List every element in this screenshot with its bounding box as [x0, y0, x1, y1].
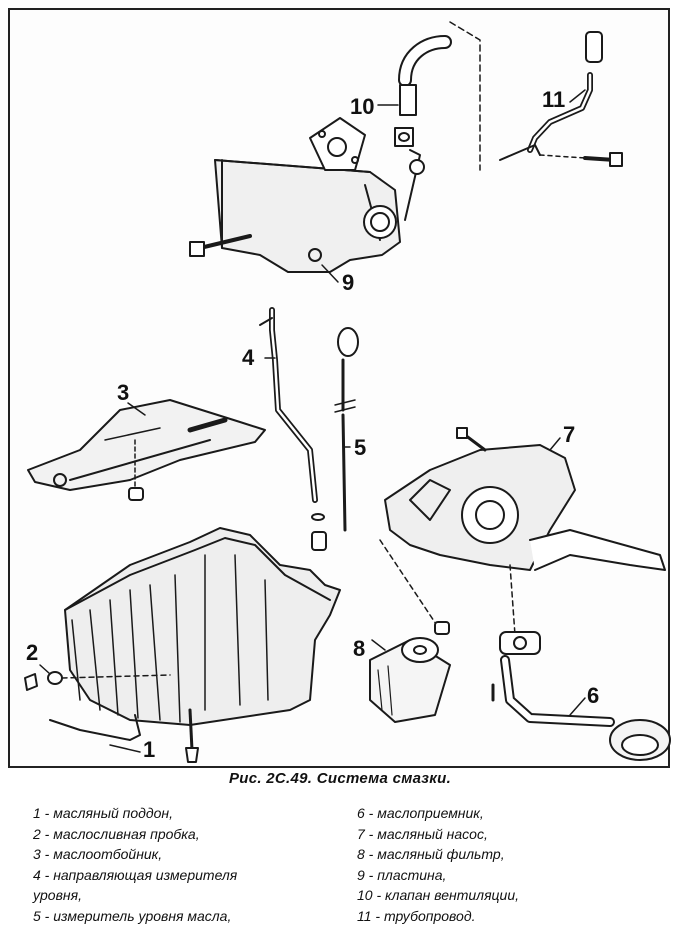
legend-item: 2 - маслосливная пробка, — [33, 825, 200, 842]
legend-item: 7 - масляный насос, — [357, 825, 488, 842]
legend-item: 9 - пластина, — [357, 866, 447, 883]
legend-item: 11 - трубопровод. — [357, 907, 476, 924]
legend-item: 5 - измеритель уровня масла, — [33, 907, 232, 924]
lubrication-system-diagram: 1 2 3 4 5 6 7 8 9 10 11 — [24, 21, 671, 763]
callout-3: 3 — [117, 380, 129, 405]
leader-2 — [39, 664, 51, 675]
leader-3 — [127, 402, 146, 416]
leader-11 — [569, 89, 586, 103]
figure-caption: Рис. 2C.49. Система смазки. — [228, 770, 452, 787]
callout-4: 4 — [242, 345, 255, 370]
dipstick-guide-part — [259, 307, 327, 551]
dipstick-part — [334, 327, 359, 532]
legend-item: 6 - маслоприемник, — [357, 805, 484, 821]
leader-9 — [321, 264, 339, 283]
leader-1 — [109, 744, 141, 753]
legend-item: 4 - направляющая измерителя — [33, 866, 238, 883]
leader-8 — [371, 639, 386, 651]
legend-right: 6 - маслоприемник, 7 - масляный насос, 8… — [357, 803, 657, 926]
baffle-part — [27, 399, 266, 501]
legend-left: 1 - масляный поддон, 2 - маслосливная пр… — [33, 803, 333, 926]
legend-item: 8 - масляный фильтр, — [357, 846, 505, 862]
oil-filter-part — [369, 539, 451, 723]
legend-item: 1 - масляный поддон, — [33, 805, 174, 821]
callout-10: 10 — [350, 94, 374, 119]
callout-9: 9 — [342, 270, 354, 295]
legend-item: 10 - клапан вентиляции, — [357, 887, 520, 903]
callout-7: 7 — [563, 422, 575, 447]
diagram-frame: 1 2 3 4 5 6 7 8 9 10 11 — [8, 8, 671, 768]
callout-6: 6 — [587, 683, 599, 708]
callout-5: 5 — [354, 435, 366, 460]
oil-pan-part — [49, 527, 341, 763]
callout-1: 1 — [143, 737, 155, 762]
drain-plug-part — [24, 671, 171, 691]
oil-pump-part — [384, 427, 666, 636]
callout-11: 11 — [542, 87, 565, 112]
leader-7 — [549, 437, 561, 451]
callout-2: 2 — [26, 640, 38, 665]
legend-item: уровня, — [33, 887, 82, 903]
pipe-part — [499, 31, 623, 167]
plate-part — [189, 117, 401, 273]
oil-pickup-part — [491, 631, 671, 761]
callout-8: 8 — [353, 636, 365, 661]
leader-6 — [569, 697, 586, 716]
ventilation-valve-part — [394, 21, 481, 221]
legend-item: 3 - маслоотбойник, — [33, 846, 163, 862]
